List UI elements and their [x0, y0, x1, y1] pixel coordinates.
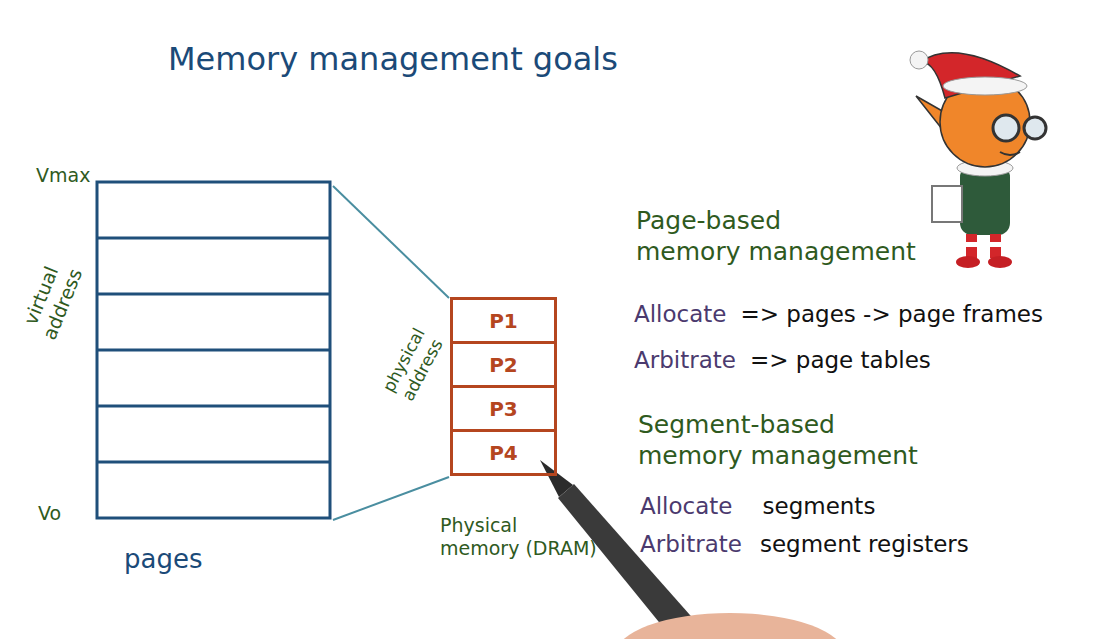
- label-text: => pages -> page frames: [741, 301, 1043, 327]
- memory-label: Physical memory (DRAM): [440, 514, 615, 560]
- term-label: Arbitrate: [634, 346, 736, 374]
- label-text: pages: [124, 544, 202, 574]
- elf-leg: [990, 234, 1001, 258]
- label-text: Segment-based memory management: [638, 410, 918, 470]
- elf-illustration: [910, 51, 1046, 268]
- label-text: Physical memory (DRAM): [440, 514, 597, 559]
- note-text: => pages -> page frames: [741, 300, 1043, 328]
- label-text: physical address: [378, 325, 446, 404]
- virtual-space: [97, 182, 330, 518]
- elf-hat-fur: [943, 77, 1027, 95]
- axis-label: physical address: [372, 313, 453, 416]
- page-divider: [97, 349, 330, 352]
- elf-book: [932, 186, 962, 222]
- diagram-title: Memory management goals: [168, 40, 618, 79]
- label-text: => page tables: [750, 347, 931, 373]
- label-text: Allocate: [634, 301, 727, 327]
- label-text: segment registers: [760, 531, 969, 557]
- elf-stripe: [966, 242, 977, 247]
- label-text: Vmax: [36, 164, 90, 186]
- note-text: segment registers: [760, 530, 969, 558]
- axis-label: Vo: [38, 502, 61, 525]
- label-text: Page-based memory management: [636, 206, 916, 266]
- elf-pompom: [910, 51, 928, 69]
- elf-head: [940, 77, 1030, 167]
- note-text: segments: [763, 492, 876, 520]
- label-text: Arbitrate: [640, 531, 742, 557]
- projection-line: [333, 477, 449, 520]
- label-text: virtual address: [19, 263, 86, 343]
- section-heading: Page-based memory management: [636, 206, 946, 267]
- elf-mouth: [1000, 152, 1020, 155]
- elf-glasses: [1024, 117, 1046, 139]
- page-divider: [97, 237, 330, 240]
- elf-glasses: [993, 115, 1019, 141]
- section-heading: Segment-based memory management: [638, 410, 958, 471]
- elf-shoe: [988, 256, 1012, 268]
- term-label: Allocate: [640, 492, 733, 520]
- page-divider: [97, 293, 330, 296]
- projection-line: [333, 186, 449, 298]
- memory-frame: P1: [450, 297, 557, 344]
- note-text: => page tables: [750, 346, 931, 374]
- label-text: Allocate: [640, 493, 733, 519]
- memory-frame: P2: [450, 341, 557, 388]
- memory-frame: P3: [450, 385, 557, 432]
- hand: [615, 613, 845, 639]
- frame-label: P1: [489, 309, 518, 333]
- frame-label: P2: [489, 353, 518, 377]
- line-spacer: [555, 514, 615, 535]
- axis-label: Vmax: [36, 164, 90, 187]
- caption-label: pages: [124, 544, 202, 576]
- frame-label: P3: [489, 397, 518, 421]
- elf-leg: [966, 234, 977, 258]
- page-divider: [97, 461, 330, 464]
- elf-stripe: [990, 242, 1001, 247]
- axis-label: virtual address: [13, 247, 92, 352]
- page-rows: [97, 238, 330, 462]
- memory-frame: P4: [450, 429, 557, 476]
- line-spacer: [878, 410, 958, 438]
- label-text: Arbitrate: [634, 347, 736, 373]
- term-label: Arbitrate: [640, 530, 742, 558]
- term-label: Allocate: [634, 300, 727, 328]
- line-spacer: [876, 206, 946, 234]
- page-divider: [97, 405, 330, 408]
- label-text: Vo: [38, 502, 61, 524]
- frame-label: P4: [489, 441, 518, 465]
- label-text: segments: [763, 493, 876, 519]
- elf-shoe: [956, 256, 980, 268]
